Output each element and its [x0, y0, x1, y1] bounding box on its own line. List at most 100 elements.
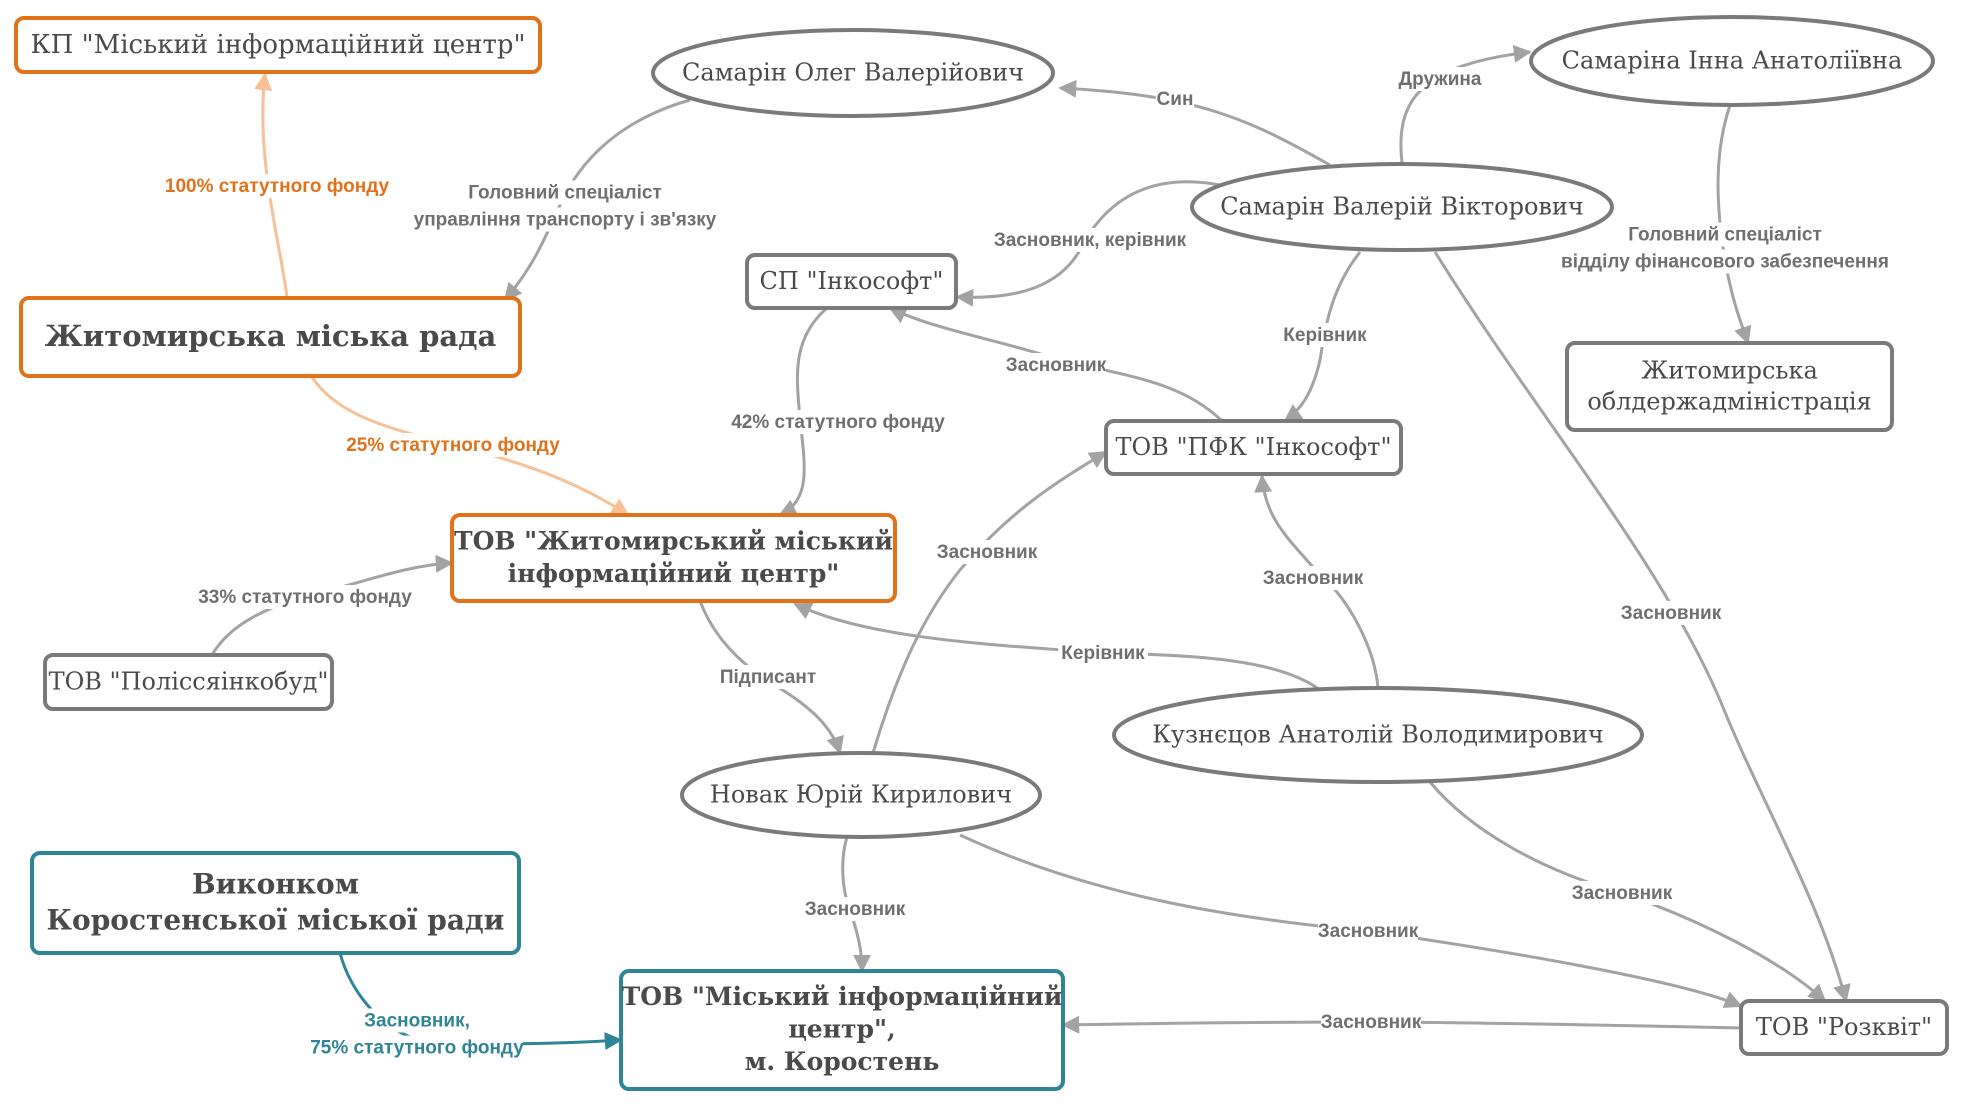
edge-samarin-valeriy-to-pfk-inkosoft: [1283, 251, 1362, 423]
node-samarin-valeriy[interactable]: Самарін Валерій Вікторович: [1190, 162, 1614, 252]
edge-samarin-valeriy-to-rozkvit: [1433, 251, 1851, 1003]
edge-label: Головний спеціаліст відділу фінансового з…: [1557, 222, 1893, 274]
edge-label-background: [989, 228, 1191, 252]
organization-box: [43, 653, 334, 711]
node-oblderzh[interactable]: Житомирська облдержадміністрація: [1565, 341, 1894, 432]
edge-label: Засновник: [1006, 353, 1107, 377]
organization-box: [30, 851, 521, 955]
edge-label-text: Засновник: [1572, 883, 1673, 904]
node-label: СП "Інкософт": [760, 267, 944, 295]
node-samarina-inna[interactable]: Самаріна Інна Анатоліївна: [1529, 15, 1935, 107]
person-ellipse: [1190, 162, 1614, 252]
edge-label-text: Засновник: [1321, 1012, 1422, 1033]
edge-label-background: [937, 540, 1037, 564]
edge-label: Засновник: [1572, 881, 1673, 905]
person-ellipse: [680, 751, 1042, 839]
edge-label: Засновник: [937, 540, 1038, 564]
node-label: Виконком: [192, 867, 359, 900]
edge-samarin-valeriy-to-samarin-oleg: [1058, 79, 1331, 167]
edge-label-text: Засновник: [805, 899, 906, 920]
node-novak[interactable]: Новак Юрій Кирилович: [680, 751, 1042, 839]
node-label: облдержадміністрація: [1587, 388, 1871, 416]
edge-labels-layer: 100% статутного фонду 25% статутного фонд…: [165, 67, 1893, 1060]
node-samarin-oleg[interactable]: Самарін Олег Валерійович: [651, 28, 1055, 118]
edge-label-text: Керівник: [1061, 643, 1145, 664]
organization-box: [1104, 419, 1403, 476]
edge-novak-to-pfk-inkosoft: [871, 450, 1108, 754]
node-pfk-inkosoft[interactable]: ТОВ "ПФК "Інкософт": [1104, 419, 1403, 476]
node-label: Самарін Валерій Вікторович: [1220, 193, 1584, 221]
edge-label: Керівник: [1280, 323, 1370, 347]
edge-label-text: Головний спеціаліст: [1628, 225, 1822, 246]
edge-label: Засновник: [805, 897, 906, 921]
node-label: Коростенської міської ради: [47, 904, 505, 937]
node-tov-zhmic[interactable]: ТОВ "Житомирський міський інформаційний ц…: [450, 513, 897, 603]
person-ellipse: [1112, 686, 1644, 784]
node-sp-inkosoft[interactable]: СП "Інкософт": [745, 253, 958, 310]
edge-label-background: [362, 1008, 472, 1033]
node-label: інформаційний центр": [508, 559, 840, 588]
person-ellipse: [651, 28, 1055, 118]
node-zh-rada[interactable]: Житомирська міська рада: [19, 296, 522, 378]
edge-label-text: Засновник: [1621, 603, 1722, 624]
edge-label: 100% статутного фонду: [165, 174, 390, 198]
node-label: ТОВ "Поліссяінкобуд": [49, 668, 329, 696]
edge-label-text: Головний спеціаліст: [468, 183, 662, 204]
edge-label: Засновник: [1263, 566, 1364, 590]
edge-label: Дружина: [1399, 67, 1482, 91]
edge-label-text: Засновник: [1006, 355, 1107, 376]
node-rozkvit[interactable]: ТОВ "Розквіт": [1739, 999, 1949, 1056]
edge-label: 42% статутного фонду: [731, 410, 945, 434]
edge-label-text: Засновник,: [364, 1011, 470, 1032]
edge-label-background: [1572, 881, 1672, 905]
node-polissia[interactable]: ТОВ "Поліссяінкобуд": [43, 653, 334, 711]
organization-box: [14, 16, 542, 74]
organization-box: [450, 513, 897, 603]
node-label: ТОВ "Міський інформаційний: [622, 982, 1063, 1011]
edge-label-background: [718, 665, 818, 689]
edge-label-text: відділу фінансового забезпечення: [1561, 252, 1889, 273]
edge-label-text: Засновник, керівник: [994, 230, 1187, 251]
edge-kuznetsov-to-tov-zhmic: [793, 602, 1321, 692]
edge-label: Засновник: [1321, 1010, 1422, 1034]
node-label: Житомирська: [1641, 356, 1818, 384]
edge-label-background: [1058, 641, 1148, 665]
edge-label: Засновник: [1621, 601, 1722, 625]
edge-label-background: [347, 433, 559, 457]
edge-label-text: Підписант: [720, 667, 816, 688]
edge-label-background: [1621, 601, 1721, 625]
edge-label-background: [1280, 323, 1370, 347]
edge-label-background: [1557, 249, 1893, 274]
edge-zh-rada-to-kp-mic: [254, 72, 289, 299]
node-label: ТОВ "ПФК "Інкософт": [1116, 433, 1392, 461]
edge-label-text: Засновник: [937, 542, 1038, 563]
edge-label-text: Засновник: [1263, 568, 1364, 589]
edge-label-text: 33% статутного фонду: [198, 587, 412, 608]
node-label: центр",: [788, 1015, 895, 1044]
edge-label: Керівник: [1058, 641, 1148, 665]
edge-label-background: [1400, 67, 1480, 91]
edge-label-background: [165, 174, 389, 198]
node-label: ТОВ "Житомирський міський: [454, 526, 893, 555]
edge-label-background: [402, 207, 728, 232]
edge-label-background: [1321, 1010, 1421, 1034]
organization-box: [1739, 999, 1949, 1056]
edge-label: 33% статутного фонду: [198, 585, 412, 609]
edge-label-background: [199, 585, 411, 609]
edge-label-text: 100% статутного фонду: [165, 176, 390, 197]
node-kuznetsov[interactable]: Кузнєцов Анатолій Володимирович: [1112, 686, 1644, 784]
edge-label-text: Дружина: [1399, 69, 1482, 90]
edge-label-background: [464, 180, 666, 205]
edge-label: Підписант: [718, 665, 818, 689]
edge-label: 25% статутного фонду: [346, 433, 560, 457]
edge-label: Засновник: [1318, 919, 1419, 943]
edge-label: Засновник,75% статутного фонду: [310, 1008, 524, 1060]
node-kp-mic[interactable]: КП "Міський інформаційний центр": [14, 16, 542, 74]
person-ellipse: [1529, 15, 1935, 107]
node-label: Кузнєцов Анатолій Володимирович: [1152, 721, 1603, 749]
edge-label-text: Засновник: [1318, 921, 1419, 942]
edge-label-background: [1318, 919, 1418, 943]
